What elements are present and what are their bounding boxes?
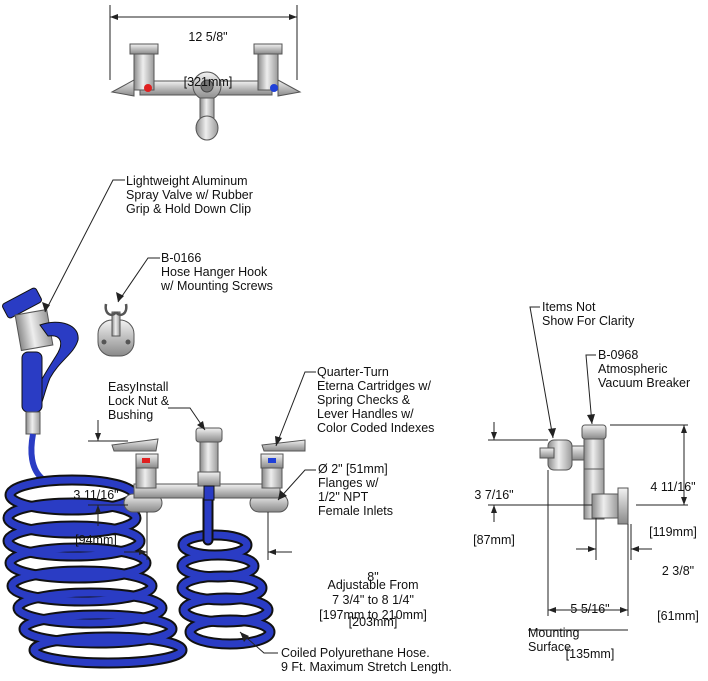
dim-height-left-in: 3 11/16" [73,488,119,502]
dim-side-top: 4 11/16" [119mm] [640,450,706,555]
dimension-arrowheads [95,425,687,613]
dim-side-offset: 2 3/8" [61mm] [650,534,706,639]
dim-side-depth: 5 5/16" [135mm] [558,572,622,677]
callout-mounting-surface: Mounting Surface [528,626,580,654]
callout-cartridges: Quarter-Turn Eterna Cartridges w/ Spring… [317,365,435,435]
top-view-faucet [109,5,302,141]
side-view-faucet [539,424,629,525]
dim-top-width: 12 5/8" [321mm] [180,0,236,105]
dim-side-offset-mm: [61mm] [657,609,699,623]
dim-side-height-in: 3 7/16" [474,488,514,502]
dim-top-width-in: 12 5/8" [188,30,228,44]
dim-height-left: 3 11/16" [94mm] [64,458,128,563]
dim-side-height-mm: [87mm] [473,533,515,547]
dim-side-top-in: 4 11/16" [650,480,696,494]
dim-center-mm: [203mm] [348,615,398,629]
callout-spray-valve: Lightweight Aluminum Spray Valve w/ Rubb… [126,174,253,216]
dim-side-top-mm: [119mm] [649,525,697,539]
dimension-lines [88,420,688,631]
callout-flanges: Ø 2" [51mm] Flanges w/ 1/2" NPT Female I… [318,462,394,518]
leader-lines [44,179,596,654]
dim-side-depth-mm: [135mm] [565,647,615,661]
hose-hanger-hook [97,303,135,357]
dim-top-width-mm: [321mm] [183,75,233,89]
callout-hose: Coiled Polyurethane Hose. 9 Ft. Maximum … [281,646,452,674]
spray-valve-assembly [2,287,79,483]
dim-side-height: 3 7/16" [87mm] [462,458,526,563]
callout-lock-nut: EasyInstall Lock Nut & Bushing [108,380,170,422]
dim-center-in: 8" [367,570,379,584]
callout-vacuum-breaker: B-0968 Atmospheric Vacuum Breaker [598,348,691,390]
dim-side-offset-in: 2 3/8" [661,564,695,578]
leader-arrowheads [42,292,595,642]
dim-adjustable: Adjustable From 7 3/4" to 8 1/4" [197mm … [319,578,427,622]
front-view-faucet [111,427,306,513]
dim-height-left-mm: [94mm] [75,533,117,547]
dim-center: 8" [203mm] [338,540,408,645]
callout-hanger-hook: B-0166 Hose Hanger Hook w/ Mounting Scre… [161,251,273,293]
coiled-hose [2,474,276,669]
dim-side-depth-in: 5 5/16" [570,602,610,616]
callout-items-not-shown: Items Not Show For Clarity [542,300,635,328]
